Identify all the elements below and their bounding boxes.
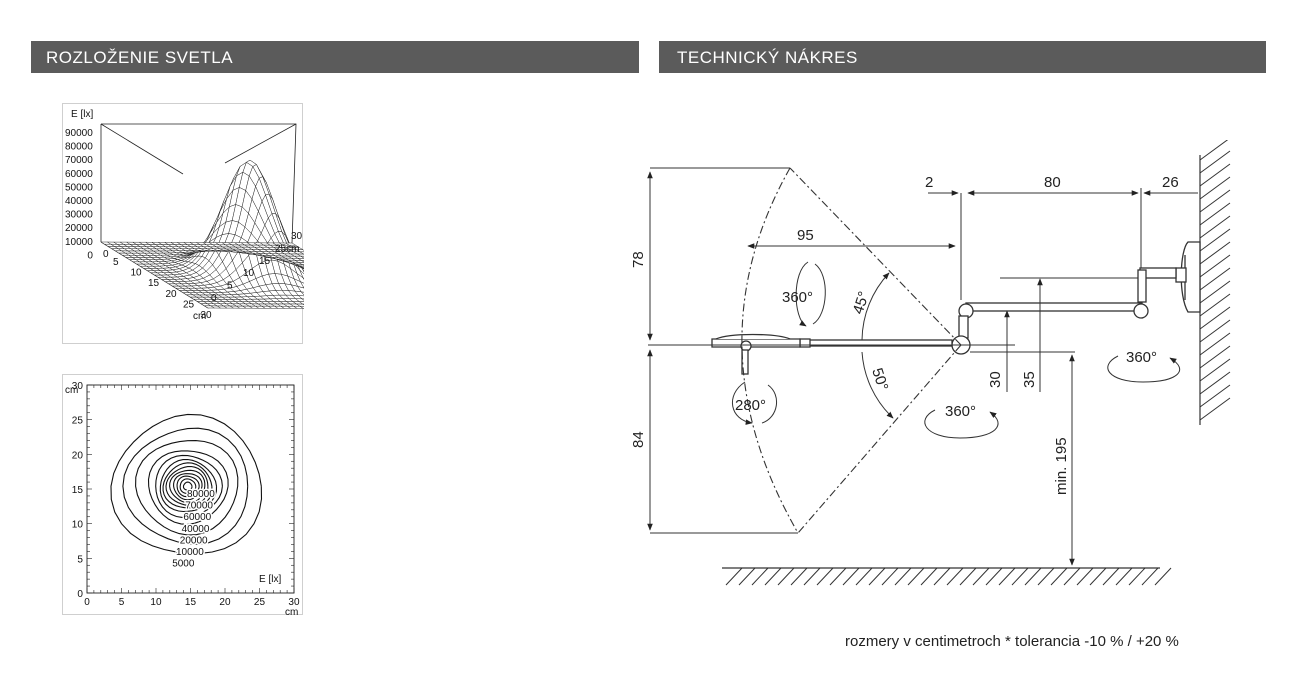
y-tick-label: 0	[211, 293, 217, 304]
z-tick-label: 70000	[65, 155, 93, 166]
x-axis-unit: cm	[193, 311, 206, 322]
y-tick-label: 15	[72, 485, 84, 496]
angle-50: 50°	[868, 366, 891, 393]
x-tick-label: 20	[219, 597, 231, 608]
y-tick-label: 25cm	[275, 243, 299, 254]
contour-level-label: 20000	[180, 535, 208, 546]
light-cone	[648, 167, 1015, 534]
contour-level-label: 60000	[183, 512, 211, 523]
y-axis-unit: cm	[65, 385, 78, 396]
y-tick-label: 0	[77, 589, 83, 600]
y-tick-label: 30	[72, 381, 84, 392]
footnote: rozmery v centimetroch * tolerancia -10 …	[845, 633, 1179, 650]
contour-level-label: 40000	[182, 524, 210, 535]
wall	[1199, 140, 1231, 425]
surface-plot: E [lx] 900008000070000600005000040000300…	[65, 109, 304, 322]
z-tick-label: 60000	[65, 169, 93, 180]
dimension-30: 30	[987, 371, 1004, 388]
x-tick-label: 20	[166, 289, 178, 300]
dimension-26: 26	[1162, 174, 1179, 191]
y-tick-label: 5	[77, 554, 83, 565]
contour-plot: 0 5 10 15 20 25 30 30 25 20 15 10 5 0 80000700006000…	[65, 381, 300, 616]
rotation-360-wall: 360°	[1126, 349, 1157, 366]
contour-level-label: 70000	[185, 501, 213, 512]
x-tick-label: 0	[84, 597, 90, 608]
rotation-360-head: 360°	[782, 289, 813, 306]
x-tick-label: 30	[201, 310, 213, 321]
y-tick-label: 10	[72, 520, 84, 531]
x-tick-label: 30	[288, 597, 300, 608]
x-tick-label: 10	[131, 268, 143, 279]
wall-mount	[1137, 241, 1201, 313]
origin-label: 0	[103, 249, 109, 260]
dimension-84: 84	[630, 431, 647, 448]
y-tick-label: 15	[259, 256, 271, 267]
contour-level-label: 10000	[176, 547, 204, 558]
x-tick-label: 25	[254, 597, 266, 608]
z-axis-label: E [lx]	[71, 109, 93, 120]
dimension-2: 2	[925, 174, 933, 191]
z-tick-label: 40000	[65, 196, 93, 207]
x-tick-label: 15	[148, 278, 160, 289]
y-tick-label: 30	[291, 231, 303, 242]
x-tick-label: 25	[183, 299, 195, 310]
dimension-80: 80	[1044, 174, 1061, 191]
z-tick-label: 30000	[65, 210, 93, 221]
dimension-min-195: min. 195	[1053, 437, 1070, 495]
section-header-light-distribution: ROZLOŽENIE SVETLA	[31, 41, 639, 73]
dimension-95: 95	[797, 227, 814, 244]
x-tick-label: 10	[150, 597, 162, 608]
lamp-arm	[799, 302, 1149, 355]
dimension-78: 78	[630, 251, 647, 268]
z-tick-label: 0	[87, 250, 93, 261]
z-tick-label: 20000	[65, 223, 93, 234]
y-tick-label: 25	[72, 416, 84, 427]
z-tick-label: 50000	[65, 182, 93, 193]
surface-mesh	[100, 159, 304, 309]
y-tick-label: 20	[72, 450, 84, 461]
technical-drawing: 2 80 26 95 78 84 30 35 min. 195 45° 50° …	[630, 140, 1231, 586]
contour-legend: E [lx]	[259, 574, 281, 585]
section-title: TECHNICKÝ NÁKRES	[677, 48, 858, 67]
x-axis-unit: cm	[285, 607, 298, 616]
x-tick-label: 15	[185, 597, 197, 608]
z-tick-label: 80000	[65, 142, 93, 153]
z-tick-label: 90000	[65, 128, 93, 139]
y-tick-label: 10	[243, 268, 255, 279]
floor	[722, 567, 1172, 586]
x-tick-label: 5	[119, 597, 125, 608]
section-header-technical-drawing: TECHNICKÝ NÁKRES	[659, 41, 1266, 73]
rotation-280: 280°	[735, 397, 766, 414]
contour-level-label: 5000	[172, 559, 195, 570]
contour-level-label: 80000	[187, 489, 215, 500]
x-tick-label: 5	[113, 257, 119, 268]
angle-45: 45°	[850, 289, 873, 316]
y-tick-label: 5	[227, 281, 233, 292]
rotation-360-joint: 360°	[945, 403, 976, 420]
dimension-35: 35	[1021, 371, 1038, 388]
z-tick-label: 10000	[65, 237, 93, 248]
section-title: ROZLOŽENIE SVETLA	[46, 48, 234, 67]
lamp-head	[711, 333, 801, 375]
